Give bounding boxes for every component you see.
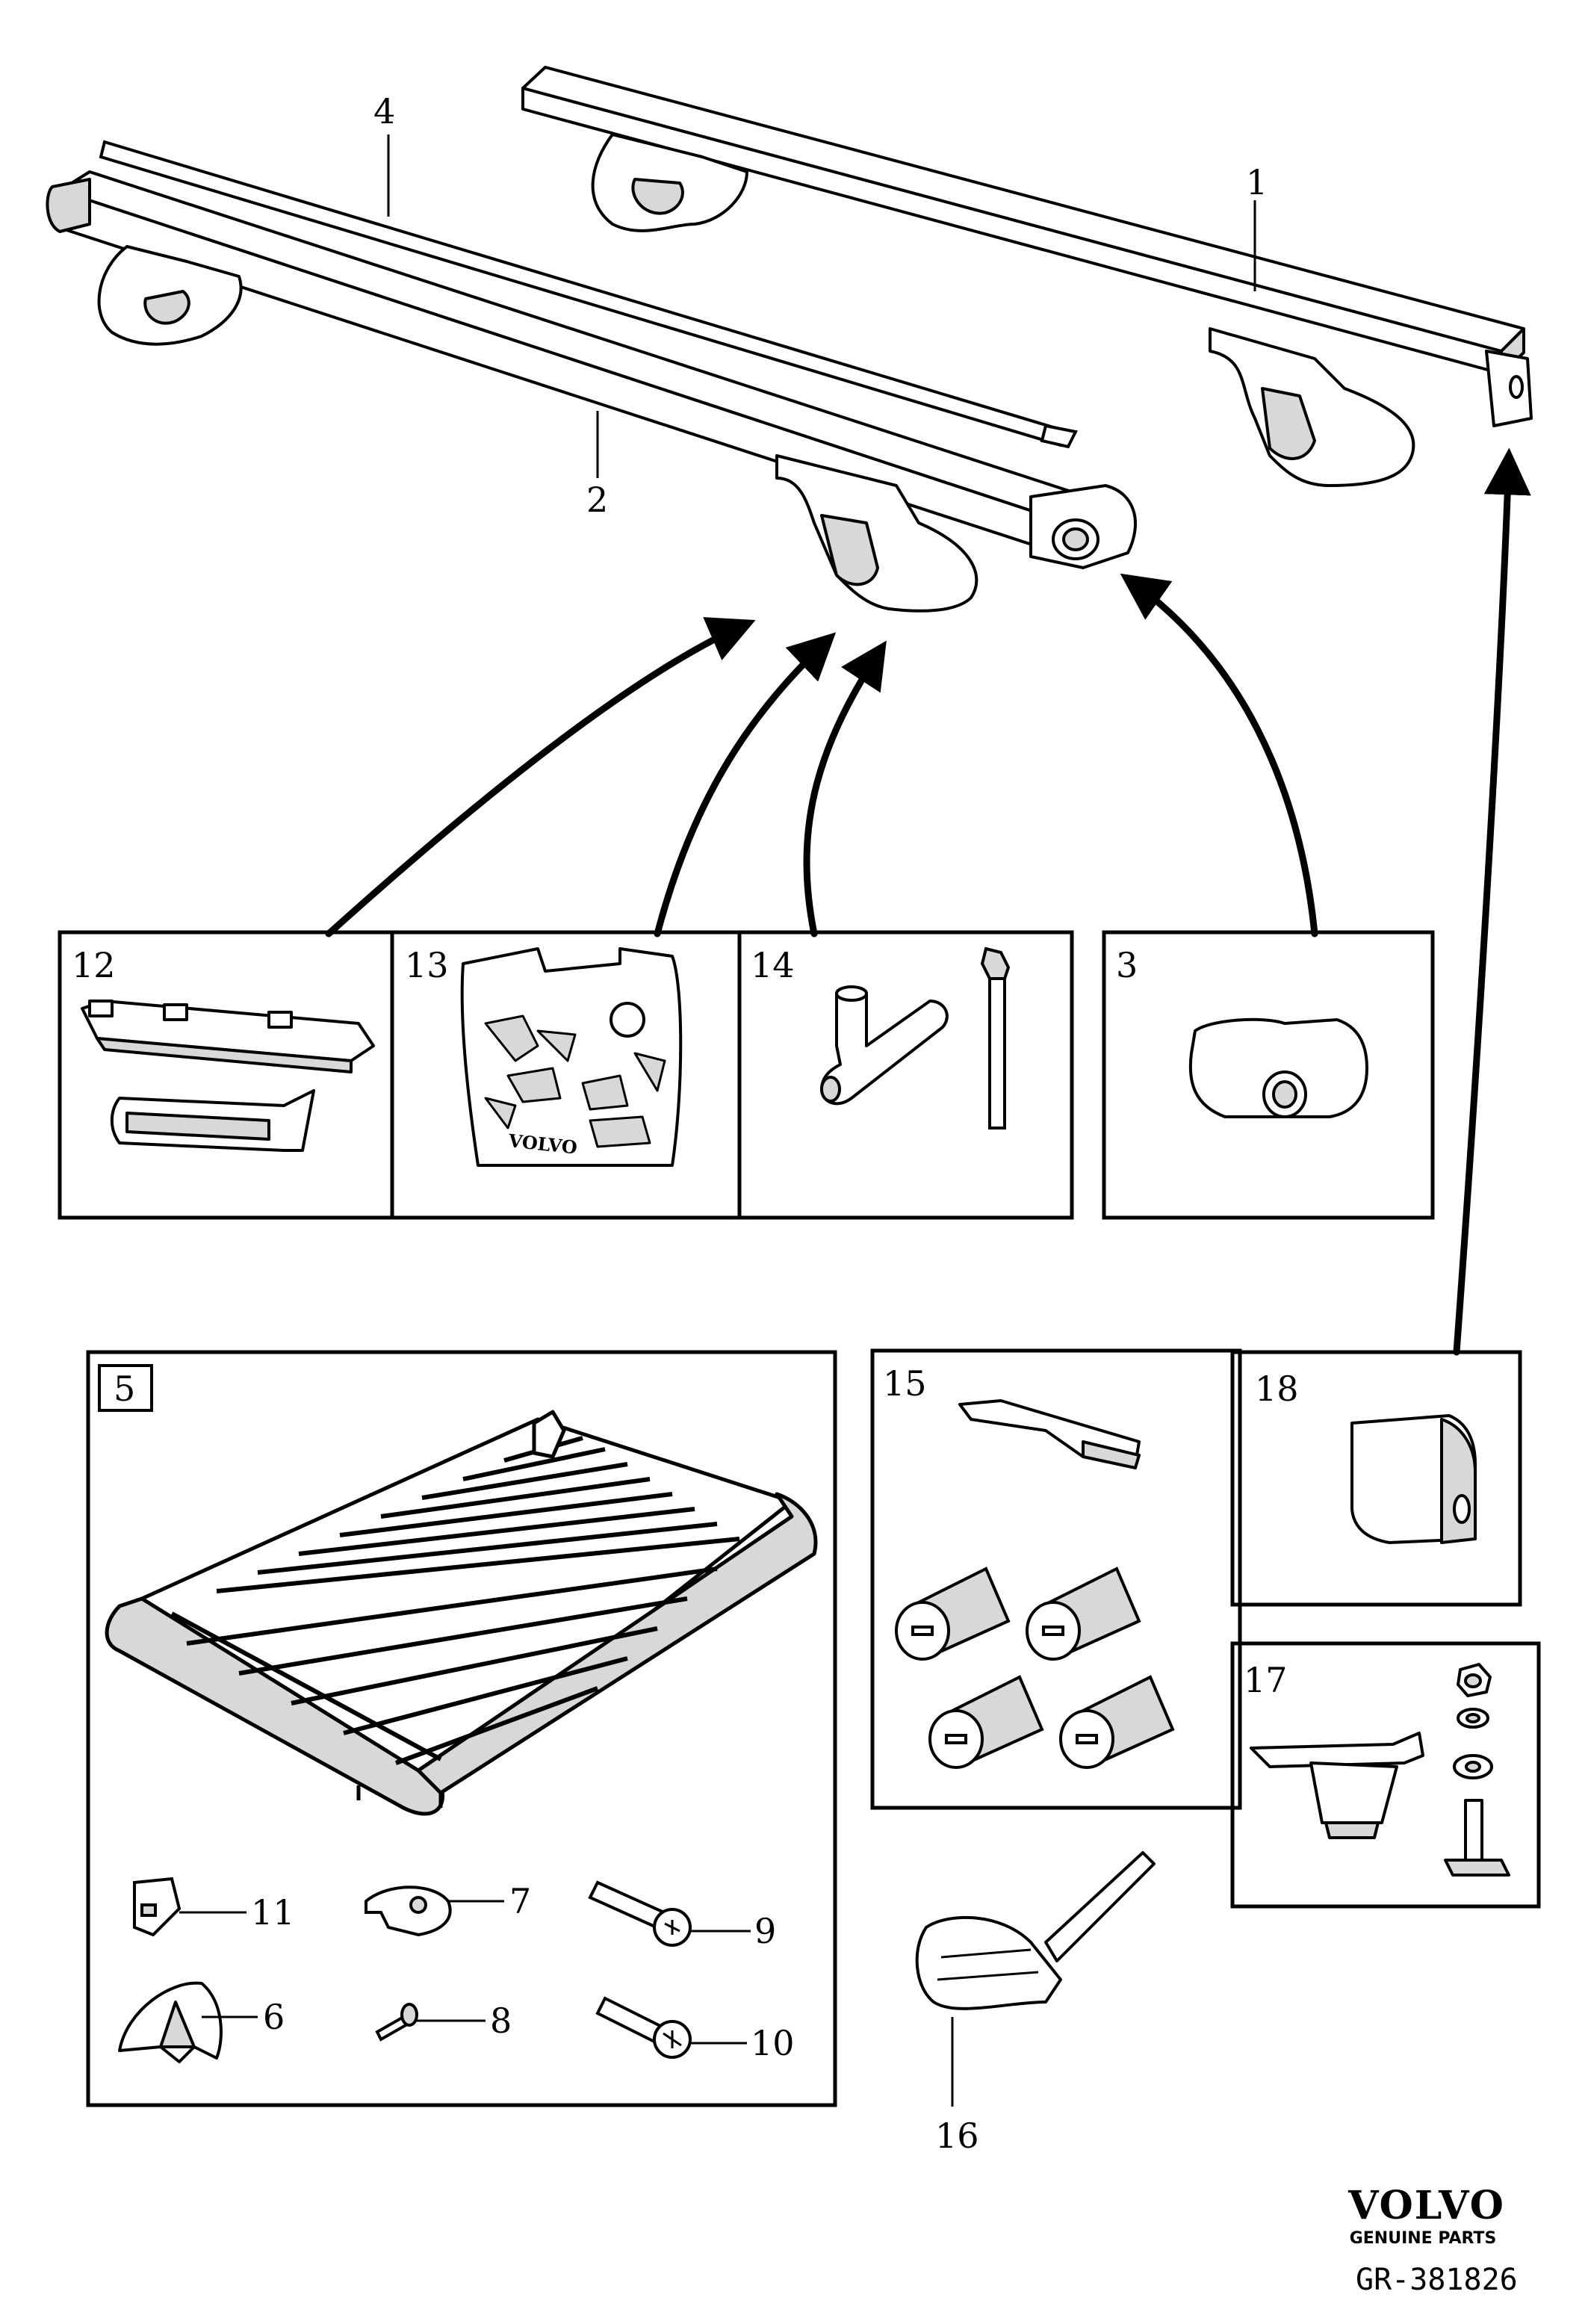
callout-11: 11 [251,1892,295,1933]
box-15 [870,1348,1242,1810]
box-3 [1102,930,1435,1220]
callout-3: 3 [1116,945,1138,985]
box-5 [86,1350,837,2107]
callout-8: 8 [490,2001,512,2041]
arrow-18 [1453,447,1531,1356]
tee-key-part [820,985,949,1106]
callout-6: 6 [263,1997,285,2037]
callout-17: 17 [1244,1660,1288,1700]
callout-9: 9 [754,1911,776,1951]
callout-14: 14 [751,945,795,985]
roof-bar-rear [521,66,1533,487]
box-18 [1230,1350,1522,1607]
pin-part [980,946,1011,1130]
roof-basket [105,1410,818,1816]
callout-5: 5 [114,1369,135,1409]
callout-1: 1 [1246,162,1268,202]
arrow-13 [654,632,837,938]
end-cap-18-part [1350,1414,1477,1544]
rubber-strip [99,140,1078,449]
bracket-plate [460,947,683,1167]
arrow-3 [1120,573,1318,938]
top-leaders [387,134,1256,478]
bracket-7 [365,1885,452,1937]
mounting-rail-part [81,1000,375,1073]
callout-4: 4 [373,91,395,131]
foot-pad-part [110,1089,315,1152]
bolt-10 [595,1996,692,2059]
box-17 [1230,1641,1541,1909]
arrow-12 [325,617,756,938]
callout-12: 12 [72,945,116,985]
screw-8 [375,2003,418,2042]
callout-5-frame [98,1364,153,1412]
callout-15: 15 [883,1363,927,1404]
box5-leaders [179,1900,751,2045]
tool-16 [915,1851,1156,2010]
callout-7: 7 [509,1881,531,1921]
callout-2: 2 [586,480,608,520]
brand-logo: VOLVO [1347,2183,1505,2228]
end-piece-6 [118,1981,223,2063]
box-14 [737,930,1074,1220]
callout-10: 10 [751,2023,795,2063]
lock-cylinders [895,1567,1175,1769]
mounting-hardware [1250,1663,1510,1877]
reference-arrows [325,447,1531,1356]
callout-16: 16 [935,2116,979,2156]
end-cap-part [1188,1017,1368,1118]
brand-tagline: GENUINE PARTS [1350,2229,1497,2248]
bolt-9 [588,1880,692,1947]
roof-bar-front [46,170,1137,613]
arrow-14 [803,640,887,938]
drawing-code: GR-381826 [1356,2263,1518,2297]
clamp-11 [133,1877,182,1937]
callout-13: 13 [405,945,449,985]
callout-18: 18 [1255,1369,1299,1409]
key-part [958,1399,1141,1469]
